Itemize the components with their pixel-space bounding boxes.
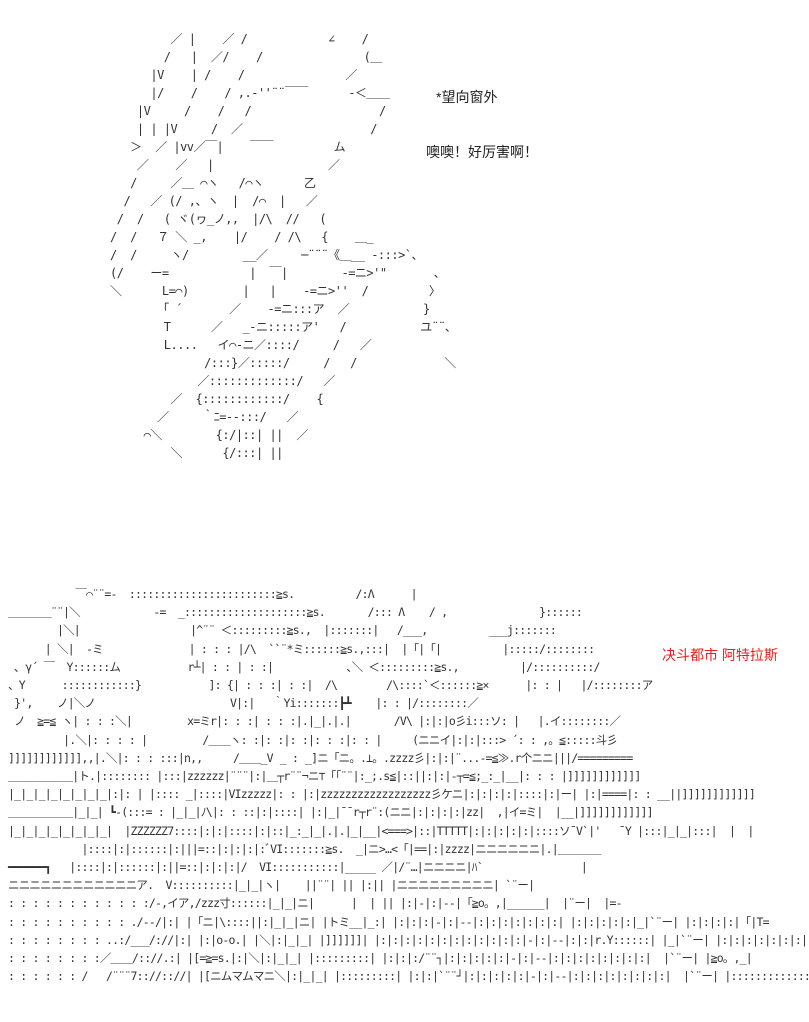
look-out-window-caption: *望向窗外 — [436, 89, 498, 105]
city-name-caption: 决斗都市 阿特拉斯 — [662, 647, 778, 663]
city-ascii-art: ￣⌒¨¨=- ::::::::::::::::::::::::≧s. /:Λ |… — [8, 587, 809, 984]
character-ascii-art: ／ | ／ / ∠ / / | ／/ / (＿ |V | / / ／ |/ / … — [110, 32, 456, 460]
exclamation-caption: 噢噢！好厉害啊！ — [426, 144, 538, 160]
